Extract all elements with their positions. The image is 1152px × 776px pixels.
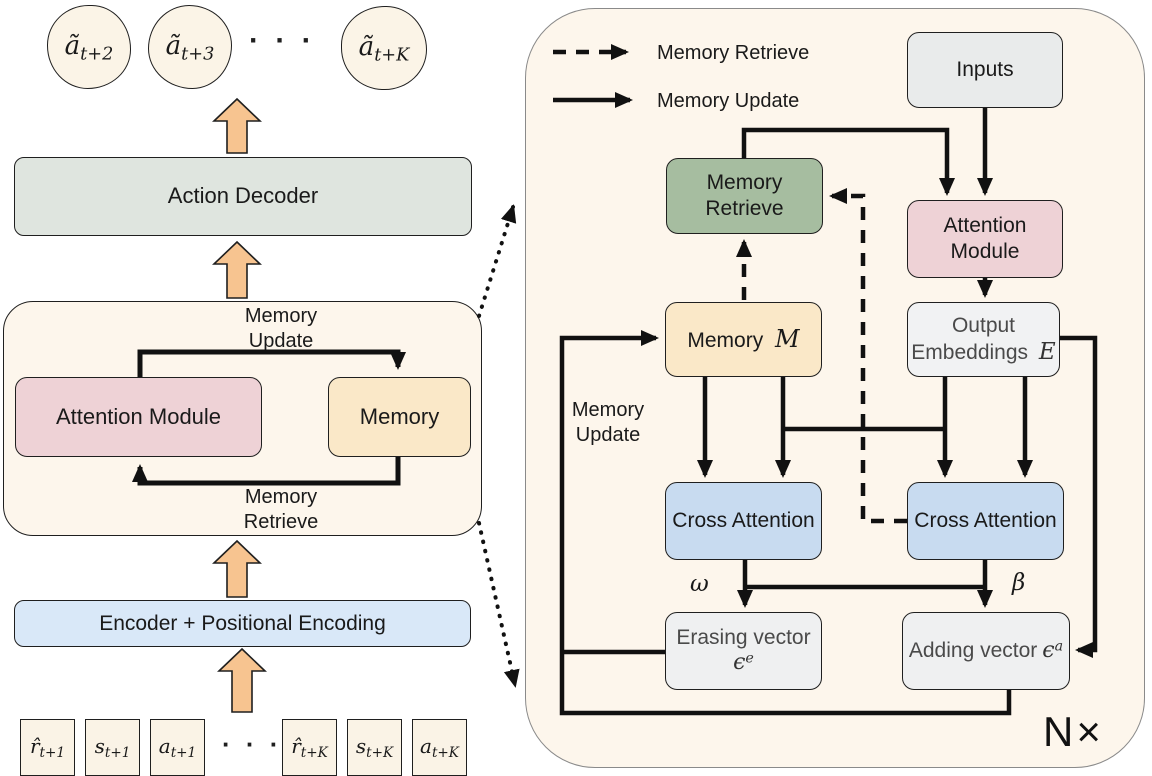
output-embeddings-symbol: E [1038,339,1056,366]
token-symbol: a [158,733,171,758]
adding-vector-text: Adding vector [908,638,1038,662]
erasing-vector-sup: e [745,650,754,667]
output-embeddings-label: Output Embeddings E [911,313,1055,367]
input-token: r̂t+1 [20,719,75,776]
token-symbol: ã [358,31,375,62]
encoder-box: Encoder + Positional Encoding [14,600,471,647]
memory-box: Memory [328,377,471,457]
memory-retrieve-box-line1: Memory [706,171,783,195]
memory-retrieve-box-label: Memory Retrieve [705,170,783,221]
adding-vector-sup: a [1054,638,1064,655]
token-subscript: t+1 [170,745,197,762]
cross-attention-right-box: Cross Attention [907,482,1064,560]
memory-m-symbol: M [775,324,800,353]
ellipsis: · · · [222,729,283,759]
attention-module-line1: Attention [943,214,1027,238]
output-action-circle: ãt+2 [47,5,131,89]
flow-arrow [559,108,1098,716]
token-subscript: t+3 [181,44,215,65]
omega-label: ω [690,571,709,597]
encoder-label: Encoder + Positional Encoding [99,611,386,635]
attention-module-box-right: Attention Module [907,200,1063,278]
output-embeddings-box: Output Embeddings E [907,302,1060,377]
memory-retrieve-line2: Retrieve [243,511,319,533]
token-symbol: ã [165,30,182,61]
input-token: at+K [412,719,467,776]
memory-update-label: Memory Update [181,304,381,354]
zoom-callout-connector [477,204,520,688]
memory-retrieve-box-line2: Retrieve [705,197,784,220]
attention-module-right-label: Attention Module [944,213,1027,264]
output-embeddings-line2: Embeddings [911,341,1029,365]
memory-update-line1: Memory [244,305,318,327]
erasing-vector-box: Erasing vector ϵe [665,612,822,690]
memory-m-label: Memory M [687,325,799,354]
memory-label: Memory [359,403,440,429]
token-symbol: r̂ [291,733,301,758]
token-symbol: s [355,733,367,758]
output-action-circle: ãt+3 [148,5,232,89]
attention-module-line2: Module [950,240,1020,263]
attention-module-label: Attention Module [55,403,222,429]
token-symbol: ã [64,30,81,61]
memory-update-loop-line2: Update [575,424,641,446]
action-decoder-box: Action Decoder [14,157,472,236]
stage-up-arrow [212,97,267,713]
memory-retrieve-dashed-arrow [736,188,907,524]
memory-retrieve-box: Memory Retrieve [666,158,823,234]
memory-update-loop-label: Memory Update [558,398,658,448]
memory-update-loop-line1: Memory [571,399,645,421]
repeat-n-times-label: N× [1043,708,1104,755]
memory-m-box: Memory M [665,302,822,377]
attention-module-box: Attention Module [15,377,262,457]
token-subscript: t+1 [104,745,131,762]
token-symbol: a [420,733,432,758]
cross-attention-right-label: Cross Attention [914,509,1057,533]
input-token: st+1 [85,719,140,776]
input-token: r̂t+K [282,719,337,776]
token-symbol: s [94,733,105,758]
memory-update-arrow [137,349,406,377]
beta-label: β [1012,570,1026,596]
action-decoder-label: Action Decoder [167,183,319,209]
adding-vector-symbol: ϵ [1042,637,1055,663]
memory-update-line2: Update [248,330,314,352]
memory-retrieve-label: Memory Retrieve [181,485,381,535]
input-token: st+K [347,719,402,776]
legend-memory-retrieve-label: Memory Retrieve [657,42,810,64]
erasing-vector-text: Erasing vector [676,625,811,649]
inputs-label: Inputs [956,58,1014,82]
token-subscript: t+K [300,745,328,762]
cross-attention-left-box: Cross Attention [665,482,822,560]
token-symbol: r̂ [29,733,40,758]
token-subscript: t+K [374,45,410,66]
memory-retrieve-arrow [132,457,401,486]
token-subscript: t+1 [39,745,66,762]
legend-memory-update-label: Memory Update [657,90,800,112]
output-action-circle: ãt+K [341,6,427,90]
output-embeddings-line1: Output [951,313,1016,337]
token-subscript: t+K [366,745,394,762]
cross-attention-left-label: Cross Attention [672,509,815,533]
input-token: at+1 [150,719,205,776]
ellipsis: · · · [249,24,316,57]
token-subscript: t+2 [80,44,114,65]
memory-m-text: Memory [687,328,764,352]
erasing-vector-symbol: ϵ [733,650,746,676]
token-subscript: t+K [431,745,459,762]
inputs-box: Inputs [907,32,1063,108]
memory-retrieve-line1: Memory [244,486,318,508]
erasing-vector-label: Erasing vector ϵe [676,625,810,677]
